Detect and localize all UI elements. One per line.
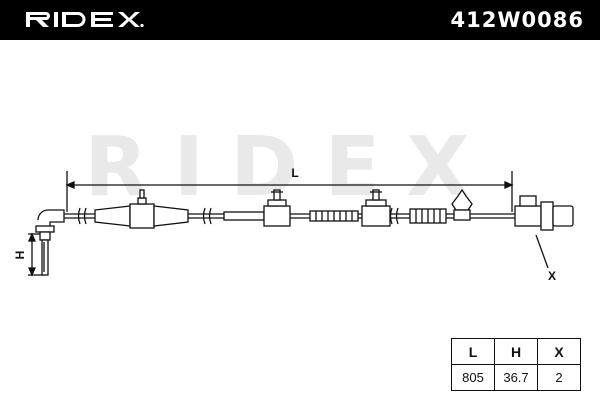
spec-value-x: 2 (537, 364, 581, 391)
spec-value-l: 805 (451, 364, 495, 391)
sensor-head (35, 209, 65, 276)
height-label: H (13, 251, 27, 260)
connector-label: X (548, 269, 556, 283)
spec-header-row: L H X (451, 338, 581, 365)
length-label: L (291, 166, 298, 180)
header-bar: RIDEX 412W0086 (0, 0, 600, 40)
brand-logo: RIDEX (0, 0, 160, 40)
spec-table: L H X 805 36.7 2 (451, 338, 581, 391)
cable-clip-2 (361, 189, 391, 227)
length-dimension (65, 171, 514, 212)
brand-logo-graphic (26, 12, 144, 28)
connector-plug (514, 195, 574, 269)
spec-header-l: L (451, 338, 495, 365)
cable-grommet (94, 189, 189, 229)
corrugated-tube (309, 210, 359, 222)
spec-header-x: X (537, 338, 581, 365)
height-dimension (28, 232, 44, 277)
sensor-drawing: RIDEX (13, 120, 574, 283)
push-clip (451, 188, 473, 221)
ribbed-sleeve (409, 208, 447, 224)
spec-value-h: 36.7 (494, 364, 538, 391)
spec-value-row: 805 36.7 2 (451, 364, 581, 391)
spec-header-h: H (494, 338, 538, 365)
part-number: 412W0086 (450, 8, 584, 32)
cable-clip-1 (263, 189, 291, 227)
